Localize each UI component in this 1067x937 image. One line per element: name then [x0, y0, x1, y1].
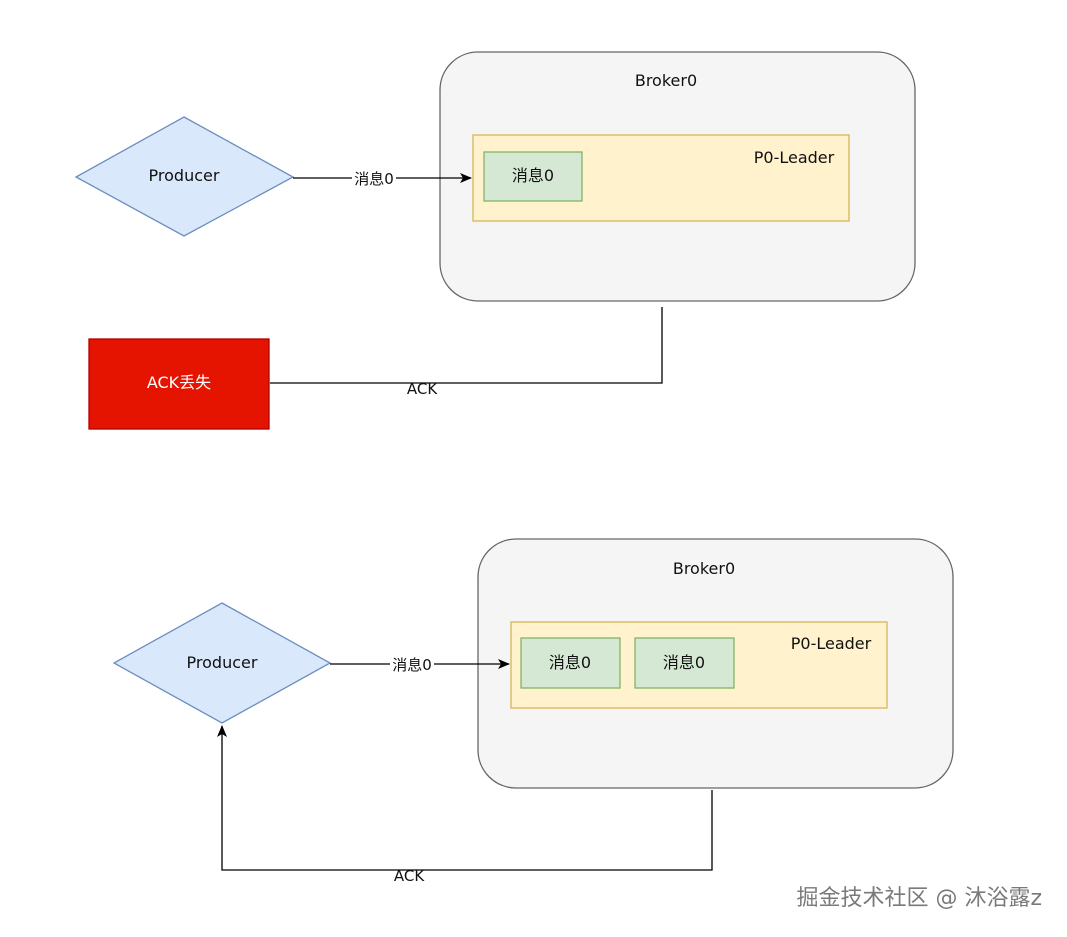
partition-label: P0-Leader [791, 634, 872, 653]
producer-label: Producer [187, 653, 258, 672]
ack-edge [217, 725, 713, 871]
send-edge-label: 消息0 [354, 170, 394, 188]
ack-lost-box [88, 338, 270, 430]
ack-edge [270, 307, 663, 384]
message-box [483, 151, 583, 202]
producer-label: Producer [149, 166, 220, 185]
send-edge-label: 消息0 [392, 656, 432, 674]
partition-label: P0-Leader [754, 148, 835, 167]
broker-label: Broker0 [635, 71, 697, 90]
message-label: 消息0 [549, 653, 591, 672]
producer-node [74, 116, 295, 237]
scenario-bottom: Broker0 P0-Leader 消息0 消息0 Producer 消息0 A… [112, 538, 954, 885]
send-edge-label-bg [352, 169, 396, 187]
producer-node [112, 602, 332, 724]
message-box-duplicate [634, 637, 735, 689]
message-box [520, 637, 621, 689]
ack-lost-label: ACK丢失 [147, 373, 211, 392]
ack-edge-label: ACK [394, 867, 425, 885]
scenario-top: Broker0 P0-Leader 消息0 Producer 消息0 ACK A… [74, 51, 916, 430]
send-edge-label-bg [390, 655, 434, 673]
ack-edge-label: ACK [407, 380, 438, 398]
broker-label: Broker0 [673, 559, 735, 578]
watermark: 掘金技术社区 @ 沐浴露z [796, 886, 1042, 911]
message-label: 消息0 [512, 166, 554, 185]
message-label-duplicate: 消息0 [663, 653, 705, 672]
